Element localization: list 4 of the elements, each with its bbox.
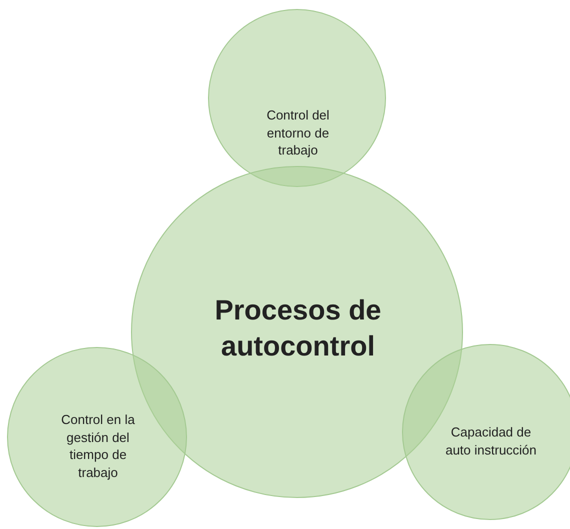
circle-label: Procesos de autocontrol [214,294,382,364]
circle-label: Control en la gestión del tiempo de trabajo [60,410,136,482]
circle-label: Control del entorno de trabajo [266,106,330,160]
circle-label: Capacidad de auto instrucción [444,423,538,459]
